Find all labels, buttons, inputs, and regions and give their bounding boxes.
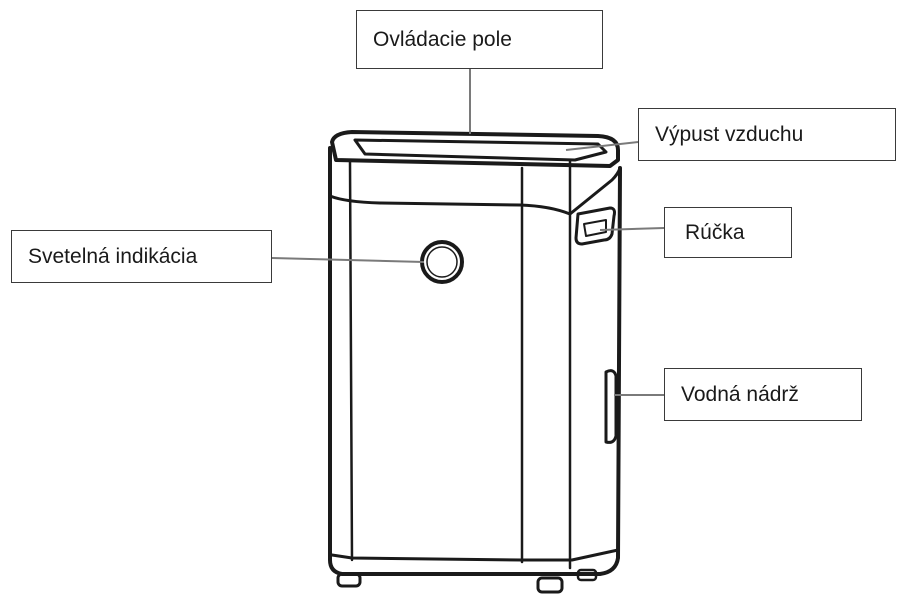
label-handle: Rúčka (664, 207, 792, 258)
label-control-panel-text: Ovládacie pole (373, 27, 512, 51)
top-lid (330, 130, 620, 168)
upper-band (328, 166, 622, 216)
label-control-panel: Ovládacie pole (356, 10, 603, 69)
top-opening (353, 138, 608, 162)
handle-recess (574, 206, 616, 246)
seam-left (348, 160, 354, 562)
light-indicator-ring (420, 240, 464, 284)
leader-outlet (565, 141, 639, 151)
label-water-tank: Vodná nádrž (664, 368, 862, 421)
water-tank-slot (604, 369, 618, 444)
label-air-outlet-text: Výpust vzduchu (655, 122, 804, 146)
label-water-tank-text: Vodná nádrž (681, 382, 799, 406)
leader-lines (271, 69, 665, 396)
base (330, 548, 620, 562)
body-outline (328, 146, 622, 576)
label-air-outlet: Výpust vzduchu (638, 108, 896, 161)
leader-handle (599, 227, 665, 231)
label-light-indicator-text: Svetelná indikácia (28, 244, 198, 268)
label-light-indicator: Svetelná indikácia (11, 230, 272, 283)
light-indicator-inner (426, 246, 458, 278)
label-handle-text: Rúčka (685, 220, 745, 244)
wheels (336, 568, 598, 594)
leader-light (271, 257, 425, 263)
